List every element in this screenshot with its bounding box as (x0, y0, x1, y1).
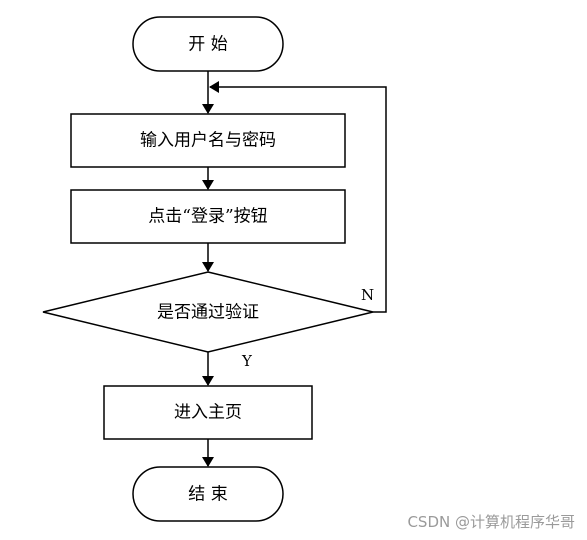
end-node-label: 结 束 (188, 485, 227, 505)
csdn-watermark: CSDN @计算机程序华哥 (407, 513, 575, 531)
end-node (132, 466, 284, 522)
input-credentials-node (70, 113, 346, 168)
verify-decision-label: 是否通过验证 (157, 303, 259, 323)
start-node-label: 开 始 (188, 35, 227, 55)
enter-home-label: 进入主页 (174, 403, 242, 423)
input-credentials-label: 输入用户名与密码 (140, 131, 276, 151)
edge-label-yes: Y (241, 352, 253, 370)
edge-label-no: N (361, 286, 374, 304)
click-login-label: 点击“登录”按钮 (148, 207, 267, 227)
arrow-no-loop (209, 81, 387, 313)
enter-home-node (103, 385, 313, 440)
